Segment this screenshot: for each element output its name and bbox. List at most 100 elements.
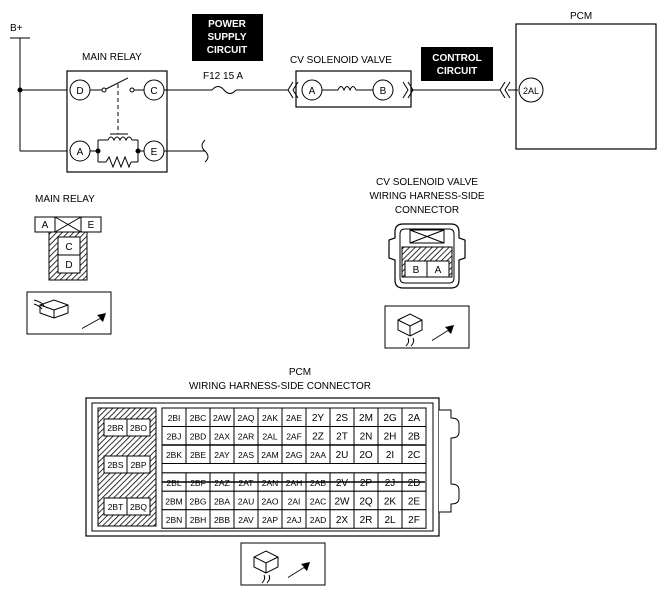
relay-connector-title: MAIN RELAY [35,194,95,205]
pcm-pin-label: 2Y [312,413,325,424]
pcm-pin-cell [401,509,427,529]
pcm-grid-divider [161,463,427,474]
pcm-pin-label: 2AC [310,496,327,506]
pcm-pin-label: 2Z [312,432,324,443]
pcm-pin-label: 2U [336,450,349,461]
cv-connector-title-2: WIRING HARNESS-SIDE [369,191,484,202]
pcm-pin-label: 2AQ [237,413,254,423]
valve-terminal-b-label: B [380,86,387,97]
battery-label: B+ [10,23,23,34]
pcm-pin-2bp [126,455,151,474]
cv-valve-title: CV SOLENOID VALVE [290,55,392,66]
cv-conn-pin-a: A [435,265,442,276]
svg-text:CIRCUIT: CIRCUIT [437,66,478,77]
relay-conn-pin-e: E [88,220,95,231]
pcm-pin-label: 2BA [214,496,230,506]
pcm-pin-label: 2AY [214,450,230,460]
pcm-view-icon [240,542,326,586]
pcm-pin-label: 2AD [310,515,327,525]
pcm-pin-label: 2AU [238,496,255,506]
fuse-label: F12 15 A [203,71,243,82]
svg-text:SUPPLY: SUPPLY [207,32,246,43]
power-supply-circuit-label: POWER SUPPLY CIRCUIT [192,14,263,61]
pcm-pin-label: 2BG [189,496,206,506]
pcm-pin-label: 2F [408,515,420,526]
svg-text:2BQ: 2BQ [130,502,147,512]
valve-coil [337,86,357,92]
pcm-pin-label: 2AK [262,413,278,423]
pcm-pin-label: 2BM [165,496,182,506]
pcm-pin-label: 2P [360,478,373,489]
pcm-pin-label: 2T [336,432,348,443]
relay-terminal-e-label: E [151,147,158,158]
valve-terminal-a-label: A [309,86,316,97]
pcm-pin-label: 2B [408,432,421,443]
pcm-pin-label: 2O [359,450,373,461]
pcm-pin-label: 2J [385,478,396,489]
cv-connector-title-3: CONNECTOR [395,205,459,216]
pcm-pin-label: 2BB [214,515,230,525]
svg-text:2BS: 2BS [107,460,123,470]
pcm-pin-label: 2AO [261,496,278,506]
svg-text:POWER: POWER [208,19,247,30]
pcm-pin-label: 2AJ [287,515,302,525]
pcm-connector-title-1: PCM [289,367,311,378]
pcm-pin-label: 2AS [238,450,254,460]
pcm-pin-label: 2N [360,432,373,443]
pcm-connector-title-2: WIRING HARNESS-SIDE CONNECTOR [189,381,371,392]
pcm-pin-label: 2BJ [167,432,182,442]
svg-text:2BP: 2BP [130,460,146,470]
pcm-pin-label: 2H [384,432,397,443]
cv-valve-box [295,70,412,108]
pcm-connector: PCM WIRING HARNESS-SIDE CONNECTOR 2BR 2B… [85,367,460,586]
pcm-box [515,23,657,150]
pcm-pin-label: 2K [384,496,397,507]
pcm-pin-label: 2M [359,413,373,424]
pcm-title: PCM [570,11,592,22]
relay-terminal-c-label: C [150,86,157,97]
svg-text:2BR: 2BR [107,423,124,433]
relay-conn-pin-d: D [65,260,72,271]
relay-conn-pin-a: A [42,220,49,231]
pcm-pin-label: 2AV [238,515,254,525]
pcm-pin-label: 2BD [190,432,207,442]
pcm-pin-label: 2D [408,478,421,489]
pcm-pin-label: 2AA [310,450,326,460]
main-relay-box [66,70,168,173]
pcm-pin-label: 2BE [190,450,206,460]
pcm-pin-label: 2S [336,413,349,424]
fuse-symbol [211,86,237,94]
main-relay-title: MAIN RELAY [82,52,142,63]
pcm-pin-label: 2BI [168,413,181,423]
cv-valve-connector: CV SOLENOID VALVE WIRING HARNESS-SIDE CO… [369,177,485,349]
pcm-pin-label: 2L [384,515,396,526]
svg-text:CIRCUIT: CIRCUIT [207,45,248,56]
svg-text:2BT: 2BT [108,502,124,512]
pcm-pin-label: 2BH [190,515,207,525]
pcm-pin-label: 2AW [213,413,231,423]
control-circuit-label: CONTROL CIRCUIT [421,47,493,81]
pcm-pin-label: 2E [408,496,421,507]
pcm-pin-label: 2AL [262,432,277,442]
pcm-pin-label: 2X [336,515,349,526]
pcm-terminal-label: 2AL [523,86,539,96]
pcm-pin-label: 2BN [166,515,183,525]
relay-terminal-a-label: A [77,147,84,158]
main-relay-connector: MAIN RELAY A E C D [26,194,112,335]
pcm-pin-label: 2AM [261,450,278,460]
circuit-schematic: B+ MAIN RELAY D C A E [10,11,657,173]
svg-text:CONTROL: CONTROL [432,53,481,64]
pcm-pin-label: 2AR [238,432,255,442]
pcm-pin-label: 2W [335,496,351,507]
pcm-pin-label: 2G [383,413,397,424]
pcm-pin-2bq [126,497,151,516]
cv-conn-pin-b: B [413,265,420,276]
pcm-pin-label: 2V [336,478,349,489]
pcm-pin-2bo [126,418,151,437]
pcm-pin-label: 2C [408,450,421,461]
pcm-pin-label: 2BC [190,413,207,423]
relay-view-icon [26,291,112,335]
pcm-pin-label: 2I [386,450,394,461]
cv-connector-title-1: CV SOLENOID VALVE [376,177,478,188]
